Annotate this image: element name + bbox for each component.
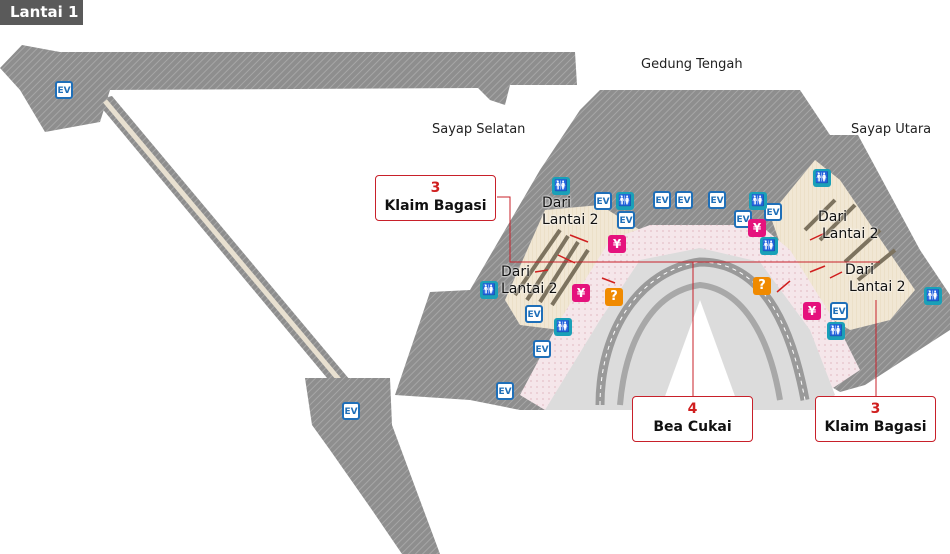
from-line1: Dari (542, 195, 572, 211)
restroom-icon[interactable]: 🚻 (554, 318, 572, 336)
satellite-building (305, 378, 440, 554)
elevator-icon[interactable]: EV (653, 191, 671, 209)
apron-gap (660, 300, 740, 410)
from-line1: Dari (501, 264, 531, 280)
from-line2: Lantai 2 (849, 279, 906, 295)
callout-label: Klaim Bagasi (384, 198, 487, 214)
elevator-icon[interactable]: EV (764, 203, 782, 221)
callout-label: Bea Cukai (653, 419, 732, 435)
elevator-icon[interactable]: EV (525, 305, 543, 323)
north-corridor (0, 45, 577, 132)
area-label-north: Sayap Utara (851, 122, 932, 137)
elevator-icon[interactable]: EV (594, 192, 612, 210)
callout-number: 3 (870, 401, 881, 417)
callout-leaders (497, 196, 880, 396)
flow-arrows (534, 232, 843, 293)
elevator-icon[interactable]: EV (496, 382, 514, 400)
information-icon[interactable]: ? (753, 277, 771, 295)
restroom-icon[interactable]: 🚻 (749, 192, 767, 210)
area-label-south: Sayap Selatan (432, 122, 526, 137)
information-icon[interactable]: ? (605, 288, 623, 306)
baggage-carousels (513, 198, 897, 307)
currency-exchange-icon[interactable]: ¥ (748, 219, 766, 237)
restroom-icon[interactable]: 🚻 (924, 287, 942, 305)
road-inner (617, 281, 783, 406)
from-line2: Lantai 2 (501, 281, 558, 297)
currency-exchange-icon[interactable]: ¥ (608, 235, 626, 253)
arrival-hall (520, 225, 860, 410)
from-line2: Lantai 2 (542, 212, 599, 228)
restroom-icon[interactable]: 🚻 (616, 192, 634, 210)
callout-number: 3 (430, 180, 441, 196)
restroom-icon[interactable]: 🚻 (760, 237, 778, 255)
elevator-icon[interactable]: EV (55, 81, 73, 99)
area-label-center: Gedung Tengah (641, 57, 743, 72)
from-line1: Dari (845, 262, 875, 278)
elevator-icon[interactable]: EV (342, 402, 360, 420)
restroom-icon[interactable]: 🚻 (827, 322, 845, 340)
callout-number: 4 (687, 401, 698, 417)
from-line2: Lantai 2 (822, 226, 879, 242)
floor-label: Lantai 1 (0, 0, 83, 25)
callout-label: Klaim Bagasi (824, 419, 927, 435)
elevator-icon[interactable]: EV (617, 211, 635, 229)
restroom-icon[interactable]: 🚻 (552, 177, 570, 195)
restroom-icon[interactable]: 🚻 (813, 169, 831, 187)
currency-exchange-icon[interactable]: ¥ (572, 284, 590, 302)
elevator-icon[interactable]: EV (830, 302, 848, 320)
elevator-icon[interactable]: EV (708, 191, 726, 209)
currency-exchange-icon[interactable]: ¥ (803, 302, 821, 320)
restroom-icon[interactable]: 🚻 (480, 281, 498, 299)
elevator-icon[interactable]: EV (533, 340, 551, 358)
elevator-icon[interactable]: EV (675, 191, 693, 209)
from-line1: Dari (818, 209, 848, 225)
